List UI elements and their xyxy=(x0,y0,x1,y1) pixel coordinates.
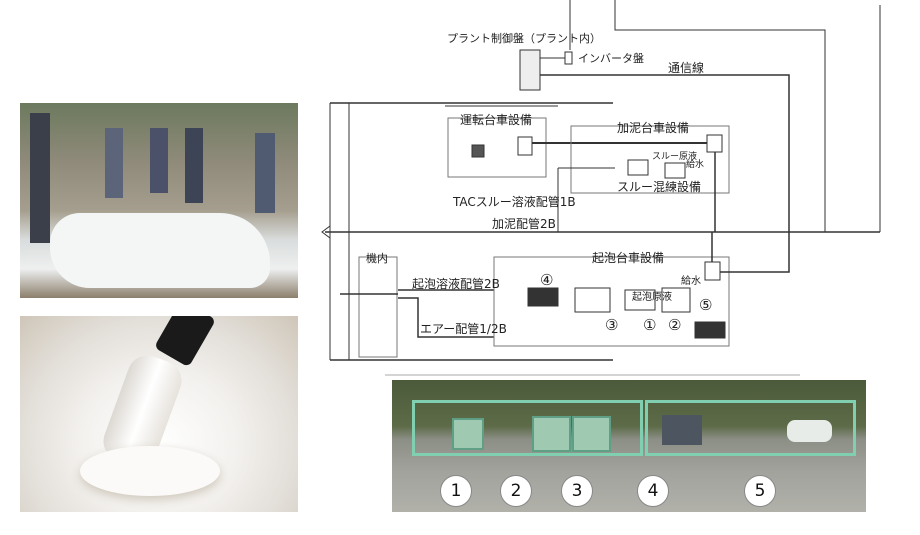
foam-cart-label: 起泡台車設備 xyxy=(592,250,664,265)
worker-figure xyxy=(185,128,203,203)
mud-cart-label: 加泥台車設備 xyxy=(617,120,689,135)
marker-5: ⑤ xyxy=(699,296,712,314)
marker-1: ① xyxy=(643,316,656,334)
line xyxy=(614,0,826,232)
equipment-frame-1 xyxy=(412,400,643,456)
mud-pipe-label: 加泥配管2B xyxy=(492,216,556,231)
label-2: 2 xyxy=(500,475,532,507)
foam-equipment-photo: 1 2 3 4 5 xyxy=(392,380,866,512)
equipment-frame-2 xyxy=(645,400,856,456)
worker-figure xyxy=(150,128,168,193)
foam-stock-label: 起泡原液 xyxy=(632,290,672,303)
marker-3: ③ xyxy=(605,316,618,334)
tac-pipe-label: TACスルー溶液配管1B xyxy=(452,194,576,209)
water-supply-label: 給水 xyxy=(686,158,704,170)
worker-figure xyxy=(105,128,123,198)
foam-closeup-photo xyxy=(20,316,298,512)
machine-inside-label: 機内 xyxy=(366,251,388,265)
junction-box xyxy=(704,261,721,281)
label-3: 3 xyxy=(561,475,593,507)
unit-mixing-tank xyxy=(572,416,611,452)
water-supply-label-2: 給水 xyxy=(681,274,701,287)
marker-2: ② xyxy=(668,316,681,334)
junction-box xyxy=(517,136,533,156)
foam-swirl xyxy=(80,446,220,496)
foam-solution-pipe-label: 起泡溶液配管2B xyxy=(412,276,500,291)
comm-line xyxy=(538,74,790,232)
air-pipe-label: エアー配管1/2B xyxy=(420,321,507,336)
foam-cart-box xyxy=(493,256,730,347)
mud-cart-box xyxy=(570,125,730,194)
label-4: 4 xyxy=(637,475,669,507)
inverter-panel-label: インバータ盤 xyxy=(578,52,644,65)
plant-control-panel-label: プラント制御盤（プラント内） xyxy=(447,31,601,45)
operation-cart-label: 運転台車設備 xyxy=(460,112,532,127)
worker-figure xyxy=(30,113,50,243)
machine-box xyxy=(358,256,398,358)
unit-water-tank xyxy=(532,416,571,452)
comm-line-label: 通信線 xyxy=(668,60,704,75)
worker-figure xyxy=(255,133,275,213)
slurry-mixing-label: スルー混練設備 xyxy=(617,179,701,194)
control-panel-icon xyxy=(519,49,541,91)
operation-cart-box xyxy=(447,117,547,178)
foam-pile xyxy=(50,213,270,288)
slurry-stock-label: スルー原液 xyxy=(652,150,697,162)
site-foam-photo xyxy=(20,103,298,298)
unit-compressor xyxy=(787,420,832,442)
unit-pump xyxy=(662,415,702,445)
inverter-icon xyxy=(564,51,573,65)
junction-box xyxy=(706,134,723,153)
marker-4: ④ xyxy=(540,271,553,289)
unit-foam-stock xyxy=(452,418,484,450)
system-diagram: プラント制御盤（プラント内） インバータ盤 通信線 運転台車設備 加泥台車設備 … xyxy=(321,0,881,376)
label-5: 5 xyxy=(744,475,776,507)
label-1: 1 xyxy=(440,475,472,507)
